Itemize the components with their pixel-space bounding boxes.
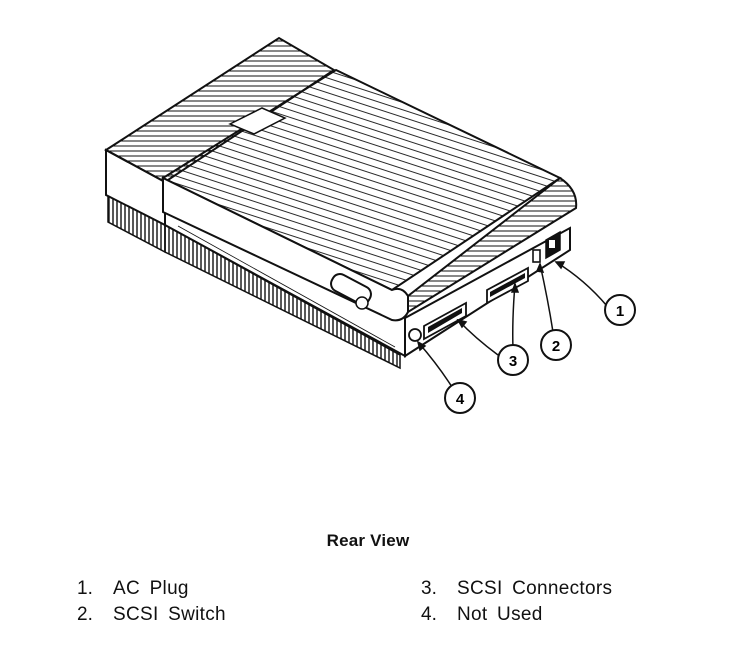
rear-panel-ports — [408, 230, 561, 342]
legend-number: 3. — [421, 578, 437, 599]
legend-item-not-used: 4. Not Used — [421, 602, 612, 628]
legend-label: SCSI Connectors — [457, 578, 613, 599]
legend-right-column: 3. SCSI Connectors 4. Not Used — [421, 576, 612, 628]
legend-label: SCSI Switch — [113, 604, 226, 625]
callout-2: 2 — [540, 329, 572, 361]
svg-text:2: 2 — [552, 338, 560, 355]
legend-item-scsi-switch: 2. SCSI Switch — [77, 602, 226, 628]
chassis-lid — [104, 36, 578, 322]
callout-leaders — [416, 261, 608, 388]
legend-item-scsi-connectors: 3. SCSI Connectors — [421, 576, 612, 602]
svg-text:3: 3 — [509, 353, 517, 370]
drive-enclosure-illustration: 1 2 3 4 — [104, 36, 636, 414]
callout-3: 3 — [497, 344, 529, 376]
callout-4: 4 — [444, 382, 476, 414]
scsi-switch — [532, 249, 541, 263]
figure-caption: Rear View — [326, 531, 410, 550]
svg-text:1: 1 — [616, 303, 624, 320]
legend-left-column: 1. AC Plug 2. SCSI Switch — [77, 576, 226, 628]
legend-number: 2. — [77, 604, 93, 625]
legend-number: 1. — [77, 578, 93, 599]
legend-label: Not Used — [457, 604, 543, 625]
svg-text:4: 4 — [456, 391, 465, 408]
legend-label: AC Plug — [113, 578, 189, 599]
callout-1: 1 — [604, 294, 636, 326]
legend-item-ac-plug: 1. AC Plug — [77, 576, 226, 602]
legend-number: 4. — [421, 604, 437, 625]
unused-port — [408, 328, 422, 342]
